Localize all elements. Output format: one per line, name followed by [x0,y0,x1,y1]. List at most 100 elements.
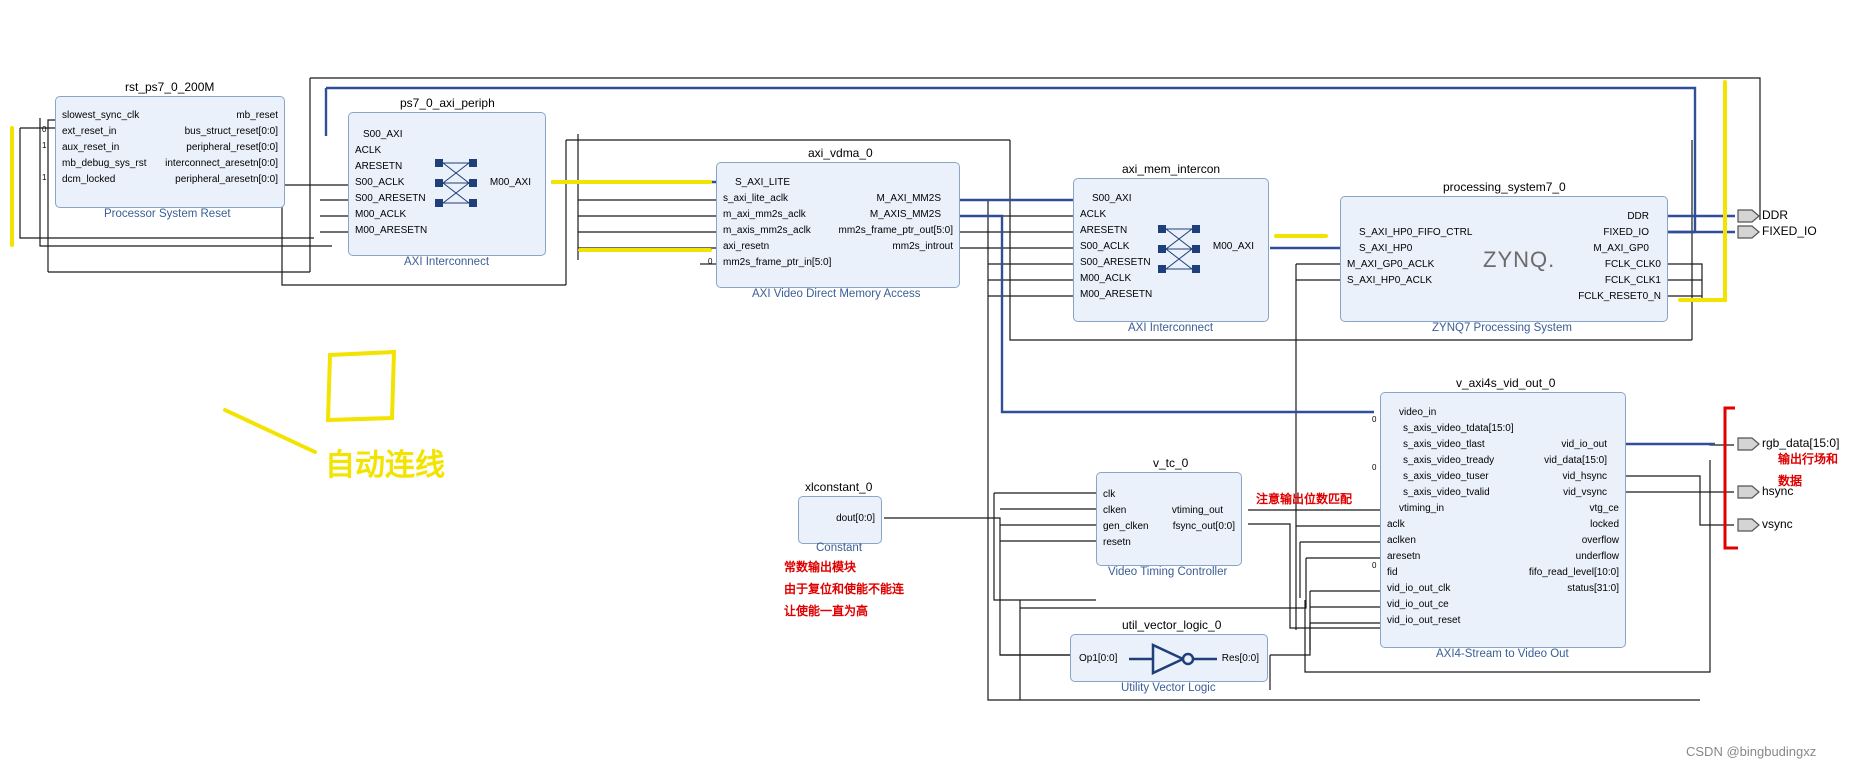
vout-pin-vtiming-in[interactable]: vtiming_in [1399,503,1445,514]
vtc-pin-vtiming-out[interactable]: vtiming_out [1171,505,1223,516]
vout-pin-aclken[interactable]: aclken [1387,535,1416,546]
vdma-pin-mm2s-frame-ptr-in[interactable]: mm2s_frame_ptr_in[5:0] [723,257,832,268]
rst-pin-aux-reset-in[interactable]: aux_reset_in [62,142,120,153]
uvl-block-title: util_vector_logic_0 [1122,618,1222,632]
mem-pin-s00-aresetn[interactable]: S00_ARESETN [1080,257,1151,268]
periph-pin-m00-aresetn[interactable]: M00_ARESETN [355,225,428,236]
rst-pin-slowest-sync-clk[interactable]: slowest_sync_clk [62,110,140,121]
vout-block[interactable]: video_in s_axis_video_tdata[15:0] s_axis… [1380,392,1626,648]
port-fixed-io[interactable]: FIXED_IO [1762,224,1817,238]
const-block[interactable]: dout[0:0] [798,496,882,544]
ps7-pin-fclk-clk1[interactable]: FCLK_CLK1 [1604,275,1661,286]
vout-pin-fifo-read-level[interactable]: fifo_read_level[10:0] [1528,567,1619,578]
vout-pin-fid[interactable]: fid [1387,567,1398,578]
zynq-logo: ZYNQ. [1483,247,1556,272]
ps7-pin-s-axi-hp0-fifo-ctrl[interactable]: S_AXI_HP0_FIFO_CTRL [1359,227,1473,238]
rst-pin-peripheral-reset[interactable]: peripheral_reset[0:0] [186,142,278,153]
rst-block[interactable]: slowest_sync_clk ext_reset_in aux_reset_… [55,96,285,208]
vdma-pin-axi-resetn[interactable]: axi_resetn [723,241,770,252]
vout-pin-vid-vsync[interactable]: vid_vsync [1563,487,1607,498]
vout-pin-vid-data[interactable]: vid_data[15:0] [1544,455,1607,466]
rst-pin-interconnect-aresetn[interactable]: interconnect_aresetn[0:0] [165,158,278,169]
rst-pin-ext-reset-in[interactable]: ext_reset_in [62,126,117,137]
vdma-pin-s-axi-lite[interactable]: S_AXI_LITE [735,177,791,188]
vout-pin-overflow[interactable]: overflow [1581,535,1619,546]
ps7-pin-fclk-reset0-n[interactable]: FCLK_RESET0_N [1578,291,1661,302]
vtc-pin-fsync-out[interactable]: fsync_out[0:0] [1172,521,1235,532]
vtc-pin-clk[interactable]: clk [1103,489,1116,500]
vout-pin-video-in[interactable]: video_in [1399,407,1437,418]
periph-pin-s00-aresetn[interactable]: S00_ARESETN [355,193,426,204]
periph-block[interactable]: S00_AXI ACLK ARESETN S00_ACLK S00_ARESET… [348,112,546,256]
rst-pin-mb-reset[interactable]: mb_reset [236,110,278,121]
mem-pin-s00-axi[interactable]: S00_AXI [1092,193,1132,204]
vout-pin-vid-io-out-ce[interactable]: vid_io_out_ce [1387,599,1449,610]
ps7-block[interactable]: S_AXI_HP0_FIFO_CTRL S_AXI_HP0 M_AXI_GP0_… [1340,196,1668,322]
rst-pin-bus-struct-reset[interactable]: bus_struct_reset[0:0] [184,126,278,137]
vout-pin-vid-io-out[interactable]: vid_io_out [1561,439,1607,450]
mem-pin-aclk[interactable]: ACLK [1080,209,1107,220]
vtc-pin-clken[interactable]: clken [1103,505,1127,516]
ps7-pin-s-axi-hp0[interactable]: S_AXI_HP0 [1359,243,1413,254]
constant-note-3: 让使能一直为高 [784,604,869,618]
vtc-pin-gen-clken[interactable]: gen_clken [1103,521,1149,532]
vtc-pin-resetn[interactable]: resetn [1103,537,1131,548]
vout-pin-vtg-ce[interactable]: vtg_ce [1589,503,1619,514]
vout-pin-status[interactable]: status[31:0] [1567,583,1619,594]
rst-pin-mb-debug-sys-rst[interactable]: mb_debug_sys_rst [62,158,147,169]
ps7-pin-fixed-io[interactable]: FIXED_IO [1603,227,1649,238]
ps7-pin-s-axi-hp0-aclk[interactable]: S_AXI_HP0_ACLK [1347,275,1433,286]
uvl-pin-op1[interactable]: Op1[0:0] [1079,653,1118,664]
vout-pin-vid-hsync[interactable]: vid_hsync [1562,471,1607,482]
vdma-pin-m-axi-mm2s-aclk[interactable]: m_axi_mm2s_aclk [723,209,806,220]
mem-pin-m00-aresetn[interactable]: M00_ARESETN [1080,289,1153,300]
uvl-block[interactable]: Op1[0:0] Res[0:0] [1070,634,1268,682]
vdma-block-title: axi_vdma_0 [808,146,873,160]
vout-pin-tready[interactable]: s_axis_video_tready [1403,455,1495,466]
mem-pin-aresetn[interactable]: ARESETN [1080,225,1128,236]
vout-pin-aclk[interactable]: aclk [1387,519,1405,530]
vout-pin-tlast[interactable]: s_axis_video_tlast [1403,439,1485,450]
vout-pin-tuser[interactable]: s_axis_video_tuser [1403,471,1489,482]
mem-pin-s00-aclk[interactable]: S00_ACLK [1080,241,1130,252]
uvl-block-subtitle: Utility Vector Logic [1121,682,1216,694]
periph-pin-aresetn[interactable]: ARESETN [355,161,403,172]
vtc-block[interactable]: clk clken gen_clken resetn vtiming_out f… [1096,472,1242,566]
rst-pin-dcm-locked[interactable]: dcm_locked [62,174,116,185]
port-rgb-data[interactable]: rgb_data[15:0] [1762,436,1840,450]
vdma-block[interactable]: S_AXI_LITE s_axi_lite_aclk m_axi_mm2s_ac… [716,162,960,288]
nets [19,77,1761,701]
vout-pin-tdata[interactable]: s_axis_video_tdata[15:0] [1403,423,1514,434]
vdma-pin-m-axi-mm2s[interactable]: M_AXI_MM2S [876,193,941,204]
vdma-pin-m-axis-mm2s-aclk[interactable]: m_axis_mm2s_aclk [723,225,811,236]
inverter-icon [1129,643,1217,675]
port-ddr[interactable]: DDR [1762,208,1788,222]
vdma-pin-mm2s-frame-ptr-out[interactable]: mm2s_frame_ptr_out[5:0] [838,225,954,236]
port-hsync[interactable]: hsync [1762,484,1794,498]
vdma-pin-mm2s-introut[interactable]: mm2s_introut [892,241,953,252]
vout-pin-vid-io-out-clk[interactable]: vid_io_out_clk [1387,583,1451,594]
uvl-pin-res[interactable]: Res[0:0] [1221,653,1259,664]
ps7-pin-fclk-clk0[interactable]: FCLK_CLK0 [1604,259,1661,270]
periph-pin-aclk[interactable]: ACLK [355,145,382,156]
vout-pin-aresetn[interactable]: aresetn [1387,551,1421,562]
vdma-pin-m-axis-mm2s[interactable]: M_AXIS_MM2S [869,209,941,220]
periph-pin-s00-axi[interactable]: S00_AXI [363,129,403,140]
vout-pin-tvalid[interactable]: s_axis_video_tvalid [1403,487,1490,498]
ps7-pin-m-axi-gp0[interactable]: M_AXI_GP0 [1593,243,1649,254]
rst-pin-peripheral-aresetn[interactable]: peripheral_aresetn[0:0] [175,174,278,185]
vout-pin-vid-io-out-reset[interactable]: vid_io_out_reset [1387,615,1461,626]
vout-pin-underflow[interactable]: underflow [1575,551,1619,562]
periph-pin-m00-aclk[interactable]: M00_ACLK [355,209,407,220]
ps7-pin-m-axi-gp0-aclk[interactable]: M_AXI_GP0_ACLK [1347,259,1435,270]
const-pin-dout[interactable]: dout[0:0] [836,513,875,524]
mem-pin-m00-aclk[interactable]: M00_ACLK [1080,273,1132,284]
port-vsync[interactable]: vsync [1762,517,1793,531]
ps7-pin-ddr[interactable]: DDR [1627,211,1649,222]
mem-block[interactable]: S00_AXI ACLK ARESETN S00_ACLK S00_ARESET… [1073,178,1269,322]
periph-pin-m00-axi[interactable]: M00_AXI [489,177,531,188]
periph-pin-s00-aclk[interactable]: S00_ACLK [355,177,405,188]
vout-pin-locked[interactable]: locked [1590,519,1619,530]
mem-pin-m00-axi[interactable]: M00_AXI [1212,241,1254,252]
vdma-pin-s-axi-lite-aclk[interactable]: s_axi_lite_aclk [723,193,789,204]
